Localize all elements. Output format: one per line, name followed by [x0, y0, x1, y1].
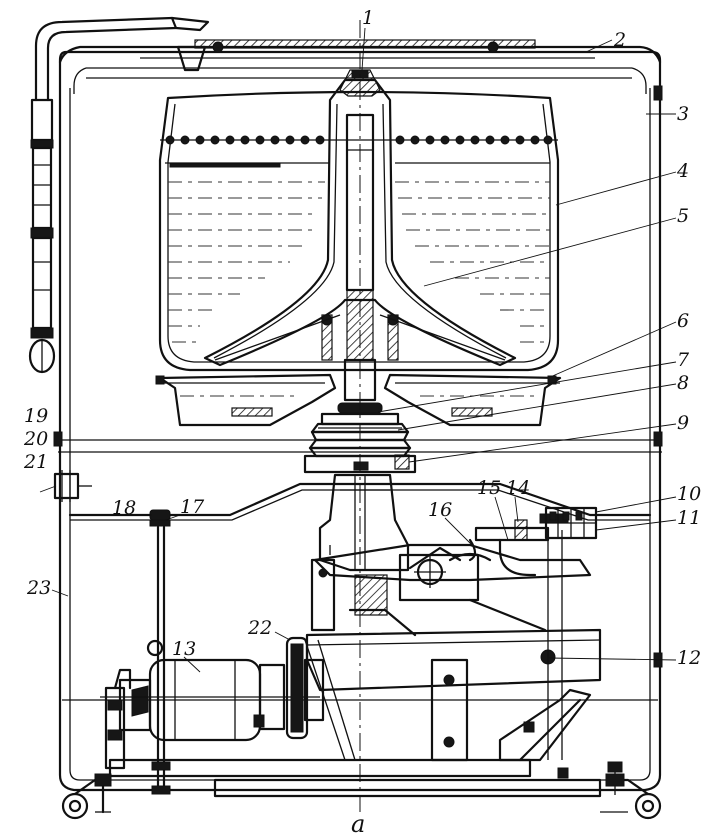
base-frame	[108, 688, 623, 798]
view-label: a	[351, 810, 365, 838]
electric-motor	[100, 639, 320, 742]
callout-15: 15	[477, 477, 501, 499]
callout-16: 16	[428, 499, 452, 521]
callout-5: 5	[677, 205, 689, 227]
callout-1: 1	[362, 7, 374, 29]
callout-6: 6	[677, 310, 689, 332]
shaft-seal-assembly	[303, 358, 417, 474]
callout-13: 13	[172, 638, 196, 660]
callout-3: 3	[677, 103, 689, 125]
callout-11: 11	[677, 507, 701, 529]
side-hinge	[53, 470, 92, 502]
callout-23: 23	[26, 577, 51, 599]
partition-plate	[68, 482, 652, 521]
callout-20: 20	[23, 428, 48, 450]
cabinet-body	[53, 50, 663, 792]
caster-wheel-left	[61, 773, 112, 820]
callout-2: 2	[613, 29, 626, 51]
tank-perforation-row	[165, 135, 553, 145]
callout-labels: 1 2 3 4 5 6 7 8 9 10 11 12 13 14 15 16 1…	[23, 7, 701, 838]
callout-18: 18	[112, 497, 136, 519]
sump-pocket	[155, 373, 562, 427]
filter-assembly	[544, 506, 598, 540]
drain-pump-pipe	[468, 519, 550, 577]
callout-12: 12	[677, 647, 701, 669]
callout-19: 19	[24, 405, 48, 427]
callout-10: 10	[677, 483, 701, 505]
gearbox	[305, 473, 602, 762]
callout-9: 9	[677, 412, 689, 434]
callout-21: 21	[23, 451, 48, 473]
callout-22: 22	[247, 617, 272, 639]
callout-14: 14	[506, 477, 530, 499]
left-bracket	[104, 668, 132, 770]
drive-pulley	[285, 636, 356, 761]
leader-lines	[39, 27, 677, 673]
callout-7: 7	[677, 349, 690, 371]
drain-hose	[28, 16, 210, 374]
callout-8: 8	[677, 372, 689, 394]
caster-wheel-right	[600, 773, 662, 820]
callout-4: 4	[676, 160, 689, 182]
lid	[58, 39, 662, 94]
water-surface-lines	[168, 181, 550, 343]
callout-17: 17	[180, 496, 205, 518]
wash-tank	[158, 90, 560, 372]
